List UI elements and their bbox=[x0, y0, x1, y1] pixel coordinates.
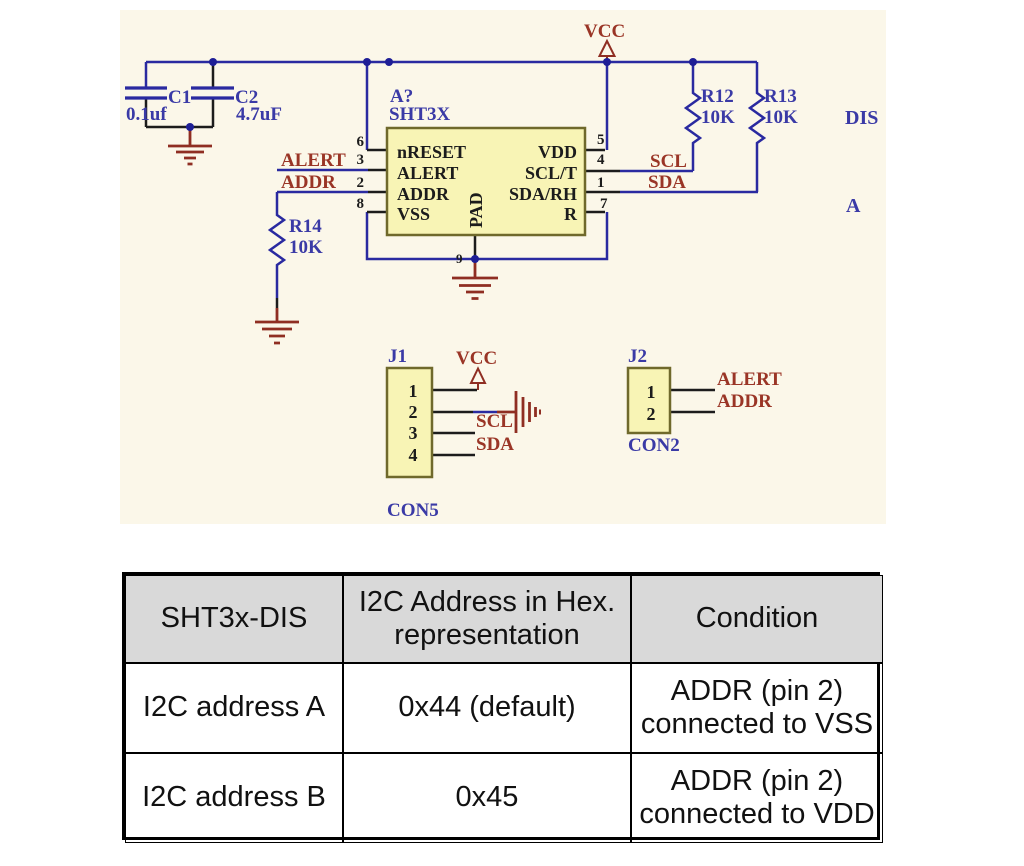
capacitor-c1 bbox=[125, 86, 167, 100]
i2c-address-table: SHT3x-DIS I2C Address in Hex. representa… bbox=[122, 572, 883, 843]
junction-dots bbox=[186, 58, 697, 263]
vcc-label: VCC bbox=[584, 21, 625, 42]
r14-value: 10K bbox=[289, 237, 323, 258]
connector-j1: J1 1 2 3 4 SCL SDA CON5 bbox=[385, 346, 514, 521]
earth-ground-symbol-j1 bbox=[497, 391, 541, 433]
j1-pin-3: 3 bbox=[409, 423, 418, 443]
table-cell-condition-a: ADDR (pin 2) connected to VSS bbox=[631, 663, 883, 753]
table-header-address: I2C Address in Hex. representation bbox=[343, 575, 631, 663]
ic-pin-name-vss: VSS bbox=[397, 204, 430, 224]
schematic-canvas: VCC VCC A? SHT3X nRESET ALERT ADDR VSS V… bbox=[120, 10, 886, 524]
ic-pin-name-addr: ADDR bbox=[397, 184, 450, 204]
ground-symbol-r14 bbox=[255, 308, 299, 345]
table-cell-variant-b: I2C address B bbox=[125, 753, 343, 843]
table-header-part: SHT3x-DIS bbox=[125, 575, 343, 663]
c2-value: 4.7uF bbox=[236, 104, 282, 125]
r12-value: 10K bbox=[701, 107, 735, 128]
j2-pin-1: 1 bbox=[647, 382, 656, 402]
side-label-a: A bbox=[846, 195, 861, 217]
j1-pin-4: 4 bbox=[409, 445, 418, 465]
vcc-label-j1: VCC bbox=[456, 348, 497, 369]
ic-body bbox=[385, 126, 587, 237]
j2-net-alert: ALERT bbox=[717, 369, 782, 390]
ic-pad-number: 9 bbox=[456, 251, 463, 266]
r12-ref: R12 bbox=[701, 86, 734, 107]
r13-value: 10K bbox=[764, 107, 798, 128]
ic-pin-number-4: 4 bbox=[597, 152, 605, 168]
ic-designator: A? bbox=[390, 86, 413, 107]
ic-pin-name-nreset: nRESET bbox=[397, 142, 466, 162]
component-labels: C1 0.1uf C2 4.7uF R12 10K R13 10K R14 10… bbox=[126, 86, 878, 258]
schematic-sheet bbox=[120, 10, 886, 524]
j2-pin-2: 2 bbox=[647, 404, 656, 424]
ground-symbol-ic-pad bbox=[452, 259, 498, 300]
j2-ref: J2 bbox=[628, 346, 647, 367]
ic-pin-number-7: 7 bbox=[600, 196, 608, 212]
resistor-r14 bbox=[267, 192, 287, 298]
r14-ref: R14 bbox=[289, 216, 322, 237]
net-label-alert: ALERT bbox=[281, 150, 346, 171]
r13-ref: R13 bbox=[764, 86, 797, 107]
table-cell-address-a: 0x44 (default) bbox=[343, 663, 631, 753]
net-label-sda: SDA bbox=[648, 172, 686, 193]
table-header-condition: Condition bbox=[631, 575, 883, 663]
net-label-scl: SCL bbox=[650, 151, 687, 172]
pin-stub-wires bbox=[144, 62, 715, 457]
ic-pin-name-vdd: VDD bbox=[538, 142, 577, 162]
table-cell-condition-b: ADDR (pin 2) connected to VDD bbox=[631, 753, 883, 843]
ic-pin-name-r: R bbox=[564, 204, 578, 224]
j2-type: CON2 bbox=[628, 435, 680, 456]
ic-pin-name-alert: ALERT bbox=[397, 163, 458, 183]
table-cell-variant-a: I2C address A bbox=[125, 663, 343, 753]
c1-ref: C1 bbox=[168, 87, 191, 108]
side-label-dis: DIS bbox=[845, 107, 878, 129]
c2-ref: C2 bbox=[235, 87, 258, 108]
ic-pin-number-1: 1 bbox=[597, 175, 605, 191]
net-labels: ALERT ADDR SCL SDA bbox=[281, 150, 687, 193]
j1-net-sda: SDA bbox=[476, 434, 514, 455]
ic-pin-number-6: 6 bbox=[357, 134, 365, 150]
j1-pin-1: 1 bbox=[409, 381, 418, 401]
ic-pin-number-8: 8 bbox=[357, 196, 365, 212]
ic-sht3x: A? SHT3X nRESET ALERT ADDR VSS VDD SCL/T… bbox=[357, 86, 609, 266]
ic-pin-name-sdarh: SDA/RH bbox=[509, 184, 577, 204]
j2-body bbox=[626, 366, 672, 435]
resistor-r13 bbox=[747, 62, 767, 192]
ground-symbol-capacitors bbox=[168, 128, 212, 166]
ic-pin-number-3: 3 bbox=[357, 152, 365, 168]
connector-j2: J2 1 2 ALERT ADDR CON2 bbox=[626, 346, 782, 456]
j2-net-addr: ADDR bbox=[717, 391, 772, 412]
j1-pin-2: 2 bbox=[409, 402, 418, 422]
j1-net-scl: SCL bbox=[476, 411, 513, 432]
vcc-symbol-j1: VCC bbox=[456, 348, 497, 390]
ic-pin-name-sclt: SCL/T bbox=[525, 163, 577, 183]
c1-value: 0.1uf bbox=[126, 104, 167, 125]
capacitor-c2 bbox=[191, 86, 234, 100]
net-wires-blue bbox=[144, 60, 758, 414]
ic-part-number: SHT3X bbox=[389, 104, 451, 125]
j1-type: CON5 bbox=[387, 500, 439, 521]
table-cell-address-b: 0x45 bbox=[343, 753, 631, 843]
ic-pad-label: PAD bbox=[466, 192, 486, 228]
ic-pin-number-2: 2 bbox=[357, 175, 365, 191]
ic-pin-number-5: 5 bbox=[597, 132, 605, 148]
net-label-addr: ADDR bbox=[281, 172, 336, 193]
resistor-r12 bbox=[683, 62, 703, 171]
j1-body bbox=[385, 366, 434, 479]
j1-ref: J1 bbox=[388, 346, 407, 367]
